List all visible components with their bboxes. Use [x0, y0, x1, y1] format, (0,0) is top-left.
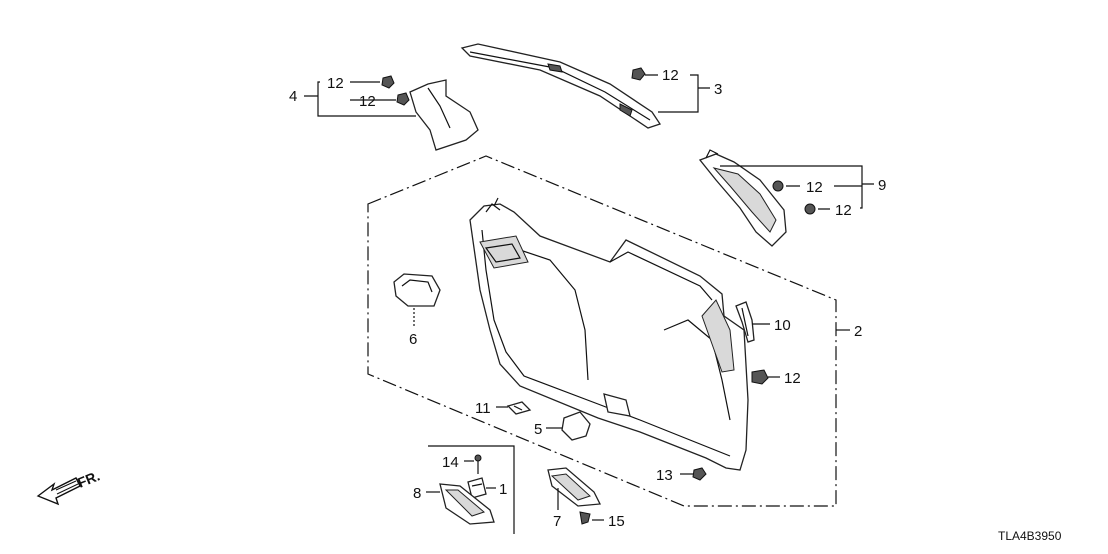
clip-12-3 — [631, 67, 646, 81]
label-11: 11 — [475, 400, 491, 417]
clip-12-4a — [381, 75, 395, 89]
clip-12-2 — [751, 369, 769, 385]
leader-3 — [645, 74, 710, 113]
front-arrow-icon — [36, 477, 81, 506]
part-5-cap — [561, 411, 591, 441]
part-1-switch — [467, 477, 487, 499]
label-14: 14 — [442, 454, 459, 471]
label-4: 4 — [289, 88, 297, 105]
label-9: 9 — [878, 177, 886, 194]
label-2: 2 — [854, 323, 862, 340]
front-direction-label: FR. — [75, 467, 102, 490]
label-12: 12 — [662, 67, 679, 84]
label-13: 13 — [656, 467, 673, 484]
part-14-screw — [474, 454, 482, 474]
label-10: 10 — [774, 317, 791, 334]
part-8-handle — [439, 483, 495, 525]
label-12: 12 — [806, 179, 823, 196]
part-7-handle — [547, 467, 602, 507]
subgroup-bracket — [428, 445, 515, 534]
label-5: 5 — [534, 421, 542, 438]
label-6: 6 — [409, 331, 417, 348]
part-6-access-panel — [393, 273, 441, 307]
assembly-boundary — [367, 155, 837, 507]
leader-4 — [304, 81, 416, 117]
part-11-clip — [506, 401, 532, 415]
label-12: 12 — [327, 75, 344, 92]
diagram-code: TLA4B3950 — [998, 529, 1062, 543]
label-8: 8 — [413, 485, 421, 502]
label-12: 12 — [784, 370, 801, 387]
clip-12-9a — [772, 180, 784, 192]
part-13-fastener — [692, 467, 707, 481]
clip-12-9b — [804, 203, 816, 215]
part-2-tailgate-lining — [469, 197, 749, 471]
part-10-trim-strip — [735, 301, 755, 343]
part-3-upper-garnish — [460, 43, 662, 129]
leader-9 — [720, 165, 874, 210]
part-4-left-upper-trim — [409, 79, 479, 151]
label-12: 12 — [835, 202, 852, 219]
label-12: 12 — [359, 93, 376, 110]
clip-12-4b — [396, 92, 410, 106]
label-1: 1 — [499, 481, 507, 498]
part-9-right-upper-trim — [698, 149, 787, 247]
part-15-screw — [579, 511, 591, 525]
label-15: 15 — [608, 513, 625, 530]
label-7: 7 — [553, 513, 561, 530]
label-3: 3 — [714, 81, 722, 98]
